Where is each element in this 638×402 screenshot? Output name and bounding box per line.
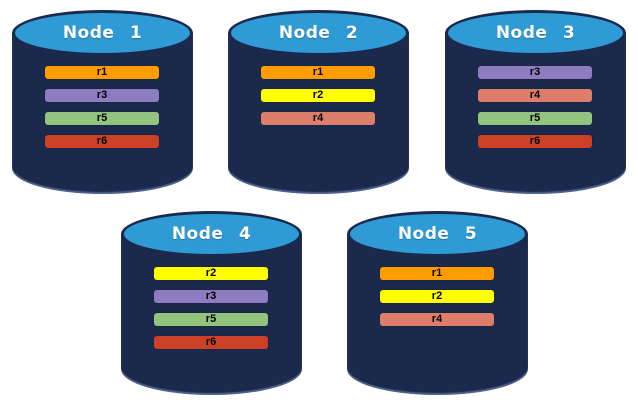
replica-label: r2 bbox=[205, 267, 217, 279]
replica-bar-r3: r3 bbox=[45, 89, 159, 102]
replica-bar-r2: r2 bbox=[380, 290, 494, 303]
replica-label: r1 bbox=[431, 267, 443, 279]
replica-bar-r5: r5 bbox=[45, 112, 159, 125]
replica-list: r1 r2 r4 bbox=[261, 66, 375, 125]
replica-bar-r1: r1 bbox=[45, 66, 159, 79]
replica-bar-r6: r6 bbox=[45, 135, 159, 148]
node-label: Node 4 bbox=[171, 224, 252, 244]
node-cylinder-5: Node 5 r1 r2 r4 bbox=[347, 211, 528, 395]
cylinder-top: Node 1 bbox=[12, 10, 193, 56]
replica-list: r2 r3 r5 r6 bbox=[154, 267, 268, 349]
replica-label: r4 bbox=[529, 89, 541, 101]
replica-label: r6 bbox=[529, 135, 541, 147]
replica-bar-r5: r5 bbox=[478, 112, 592, 125]
replica-bar-r1: r1 bbox=[261, 66, 375, 79]
replica-label: r6 bbox=[205, 336, 217, 348]
replica-label: r3 bbox=[96, 89, 108, 101]
node-cylinder-4: Node 4 r2 r3 r5 r6 bbox=[121, 211, 302, 395]
replica-bar-r3: r3 bbox=[154, 290, 268, 303]
node-cylinder-3: Node 3 r3 r4 r5 r6 bbox=[445, 10, 626, 194]
replica-bar-r5: r5 bbox=[154, 313, 268, 326]
replica-label: r5 bbox=[205, 313, 217, 325]
replica-bar-r6: r6 bbox=[154, 336, 268, 349]
cylinder-top: Node 2 bbox=[228, 10, 409, 56]
replica-label: r5 bbox=[529, 112, 541, 124]
replica-bar-r4: r4 bbox=[478, 89, 592, 102]
cylinder-top: Node 5 bbox=[347, 211, 528, 257]
replica-label: r1 bbox=[312, 66, 324, 78]
replica-label: r6 bbox=[96, 135, 108, 147]
replica-label: r4 bbox=[312, 112, 324, 124]
replica-list: r1 r2 r4 bbox=[380, 267, 494, 326]
replica-label: r3 bbox=[529, 66, 541, 78]
replica-label: r2 bbox=[312, 89, 324, 101]
replica-label: r3 bbox=[205, 290, 217, 302]
replica-label: r5 bbox=[96, 112, 108, 124]
replica-bar-r3: r3 bbox=[478, 66, 592, 79]
replica-label: r1 bbox=[96, 66, 108, 78]
replica-bar-r1: r1 bbox=[380, 267, 494, 280]
cylinder-top: Node 3 bbox=[445, 10, 626, 56]
replica-bar-r2: r2 bbox=[261, 89, 375, 102]
replica-bar-r6: r6 bbox=[478, 135, 592, 148]
node-label: Node 3 bbox=[495, 23, 576, 43]
replica-label: r2 bbox=[431, 290, 443, 302]
node-label: Node 1 bbox=[62, 23, 143, 43]
replica-bar-r2: r2 bbox=[154, 267, 268, 280]
node-label: Node 5 bbox=[397, 224, 478, 244]
replica-list: r1 r3 r5 r6 bbox=[45, 66, 159, 148]
replica-bar-r4: r4 bbox=[380, 313, 494, 326]
replica-list: r3 r4 r5 r6 bbox=[478, 66, 592, 148]
node-label: Node 2 bbox=[278, 23, 359, 43]
node-cylinder-2: Node 2 r1 r2 r4 bbox=[228, 10, 409, 194]
node-cylinder-1: Node 1 r1 r3 r5 r6 bbox=[12, 10, 193, 194]
replica-label: r4 bbox=[431, 313, 443, 325]
replica-bar-r4: r4 bbox=[261, 112, 375, 125]
cylinder-top: Node 4 bbox=[121, 211, 302, 257]
